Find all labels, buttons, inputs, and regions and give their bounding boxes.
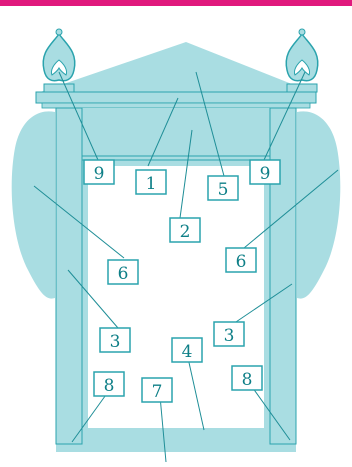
label-3-right: 3	[213, 321, 245, 347]
leader-4	[187, 357, 205, 431]
label-8-right: 8	[231, 365, 263, 391]
label-6-right: 6	[225, 247, 257, 273]
leader-2	[179, 129, 193, 219]
label-1-text: 1	[146, 174, 157, 194]
label-7-text: 7	[152, 382, 163, 402]
base-slope	[70, 428, 282, 444]
label-3-left: 3	[99, 327, 131, 353]
leader-9-right	[263, 71, 306, 161]
label-8-left: 8	[93, 371, 125, 397]
label-1: 1	[135, 169, 167, 195]
leader-3-right	[229, 283, 293, 327]
label-4-text: 4	[182, 342, 193, 362]
label-9-right-text: 9	[260, 164, 271, 184]
pediment	[40, 42, 312, 92]
label-8-right-text: 8	[242, 370, 253, 390]
label-9-left: 9	[83, 159, 115, 185]
leader-lines	[33, 71, 339, 463]
leader-5	[195, 71, 225, 177]
label-7: 7	[141, 377, 173, 403]
label-3-left-text: 3	[110, 332, 121, 352]
frame-header	[56, 108, 296, 156]
label-3-right-text: 3	[224, 326, 235, 346]
left-column	[55, 107, 83, 445]
label-6-left: 6	[107, 259, 139, 285]
label-4: 4	[171, 337, 203, 363]
right-drape	[297, 111, 341, 299]
leader-7	[159, 395, 167, 463]
leader-6-left	[33, 185, 125, 259]
top-accent-bar	[0, 0, 352, 6]
leader-9-left	[58, 71, 99, 161]
leader-8-right	[249, 383, 291, 441]
label-5-text: 5	[218, 180, 229, 200]
left-drape	[11, 111, 55, 299]
right-column	[269, 107, 297, 445]
label-6-right-text: 6	[236, 252, 247, 272]
label-9-right: 9	[249, 159, 281, 185]
label-2: 2	[169, 217, 201, 243]
label-9-left-text: 9	[94, 164, 105, 184]
leader-6-right	[243, 169, 339, 249]
label-5: 5	[207, 175, 239, 201]
right-finial	[285, 28, 319, 93]
leader-3-left	[67, 269, 119, 329]
label-6-left-text: 6	[118, 264, 129, 284]
label-2-text: 2	[180, 222, 191, 242]
leader-8-left	[71, 391, 109, 443]
leader-1	[147, 97, 179, 167]
label-8-left-text: 8	[104, 376, 115, 396]
left-finial	[42, 28, 76, 93]
